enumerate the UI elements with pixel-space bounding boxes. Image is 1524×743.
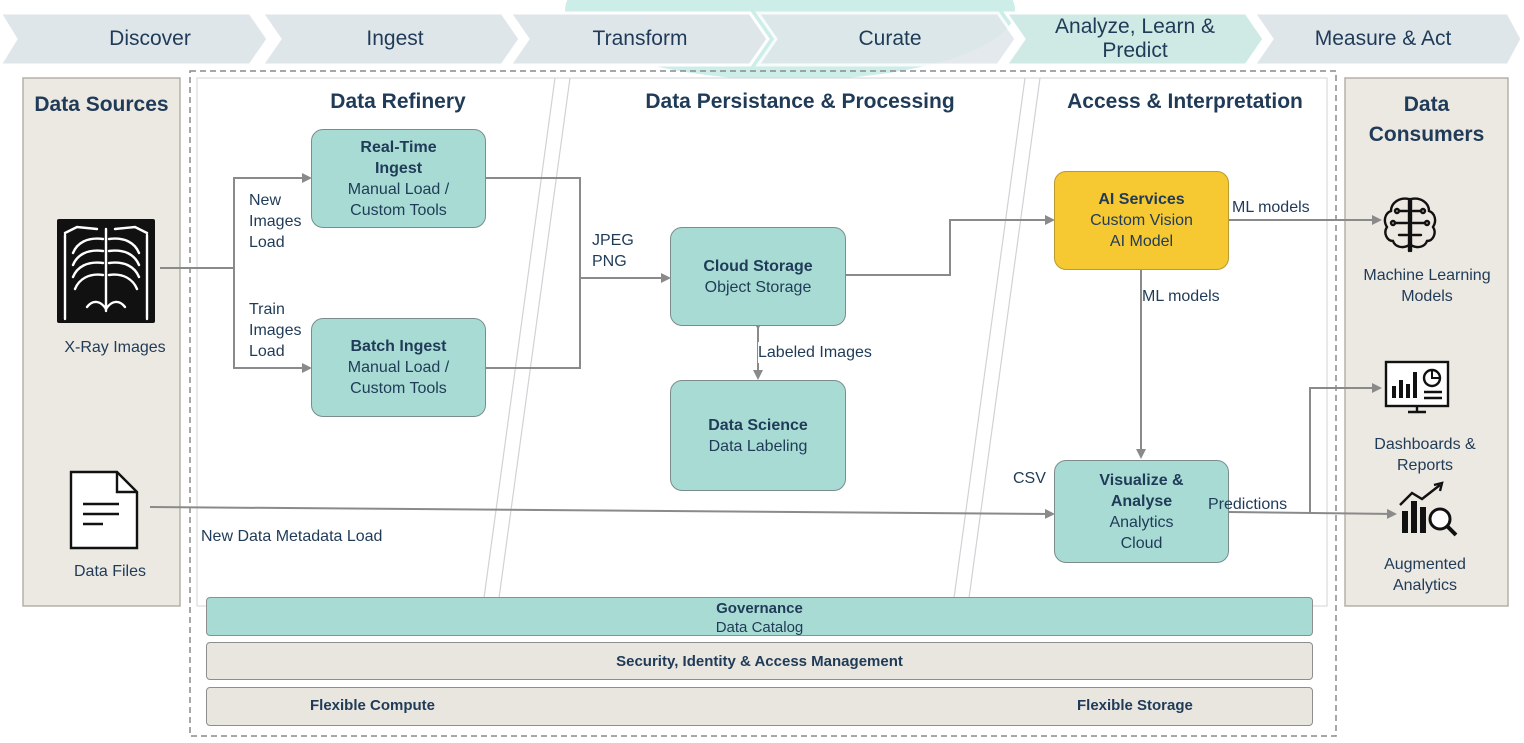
data-files-label: Data Files <box>73 563 147 580</box>
sources-title: Data Sources <box>34 93 169 116</box>
section-title-refinery: Data Refinery <box>330 90 466 113</box>
xray-icon <box>57 219 155 323</box>
ml-models-consumer-label: Machine Learning Models <box>1363 267 1491 305</box>
platform-frame <box>189 70 1337 737</box>
document-icon <box>69 470 139 550</box>
ai-services-subtitle: Custom Vision AI Model <box>1090 212 1193 250</box>
batch-ingest-subtitle: Manual Load / Custom Tools <box>347 359 450 397</box>
edge-label-ml-models-right: ML models <box>1232 199 1310 216</box>
edge-files-visualize <box>149 506 1055 519</box>
stage-analyze: Analyze, Learn & Predict <box>1055 15 1215 62</box>
edge-label-csv: CSV <box>1013 470 1046 487</box>
stage-curate: Curate <box>858 27 922 50</box>
chevron-measure <box>1251 11 1524 67</box>
edge-label-new-images: New Images Load <box>249 192 302 251</box>
stage-measure: Measure & Act <box>1314 27 1452 50</box>
data-science-box: Data Science Data Labeling <box>670 380 846 491</box>
consumers-panel <box>1344 77 1509 607</box>
realtime-ingest-subtitle: Manual Load / Custom Tools <box>347 180 450 219</box>
cloud-storage-box: Cloud Storage Object Storage <box>670 227 846 326</box>
section-title-persistence: Data Persistance & Processing <box>645 90 955 113</box>
data-science-subtitle: Data Labeling <box>708 437 808 455</box>
visualize-analyse-title: Visualize & Analyse <box>1099 471 1184 510</box>
edge-realtime-merge <box>486 177 581 278</box>
dashboard-icon <box>1384 360 1450 414</box>
realtime-ingest-box: Real-Time Ingest Manual Load / Custom To… <box>311 129 486 228</box>
section-title-access: Access & Interpretation <box>1067 90 1303 113</box>
data-science-title: Data Science <box>708 416 808 434</box>
governance-band: Governance Data Catalog <box>206 597 1313 636</box>
cloud-storage-title: Cloud Storage <box>703 257 813 275</box>
batch-ingest-box: Batch Ingest Manual Load / Custom Tools <box>311 318 486 417</box>
flexible-compute-label: Flexible Compute <box>310 697 436 714</box>
realtime-ingest-title: Real-Time Ingest <box>360 138 437 177</box>
flexible-storage-label: Flexible Storage <box>1077 697 1193 714</box>
edge-label-train-images: Train Images Load <box>249 301 302 360</box>
batch-ingest-title: Batch Ingest <box>350 338 447 355</box>
augmented-analytics-label: Augmented Analytics <box>1384 556 1466 594</box>
edge-label-labeled-images: Labeled Images <box>758 342 872 363</box>
chevron-transform <box>507 11 770 67</box>
cloud-storage-subtitle: Object Storage <box>704 278 812 296</box>
xray-images-label: X-Ray Images <box>64 339 166 356</box>
visualize-analyse-subtitle: Analytics Cloud <box>1109 513 1174 552</box>
edge-cloud-ai <box>846 215 1055 276</box>
chevron-discover <box>0 11 270 67</box>
stage-transform: Transform <box>592 27 688 50</box>
connectors <box>149 173 1397 519</box>
governance-title: Governance <box>716 600 803 617</box>
visualize-analyse-box: Visualize & Analyse Analytics Cloud <box>1054 460 1229 563</box>
section-dividers <box>483 77 1041 599</box>
edge-label-metadata: New Data Metadata Load <box>201 528 383 545</box>
stage-discover: Discover <box>109 27 191 50</box>
ai-services-box: AI Services Custom Vision AI Model <box>1054 171 1229 270</box>
edge-label-predictions: Predictions <box>1208 496 1288 513</box>
compute-storage-band: Flexible Compute Flexible Storage <box>206 687 1313 726</box>
stage-ingest: Ingest <box>366 27 424 50</box>
chevron-ingest <box>259 11 522 67</box>
edge-split-batch <box>233 268 312 373</box>
edge-label-jpeg-png: JPEG PNG <box>592 232 634 270</box>
security-band: Security, Identity & Access Management <box>206 642 1313 680</box>
edge-split-realtime <box>233 173 312 268</box>
edge-visualize-augmented <box>1228 508 1397 519</box>
edge-label-ml-models-down: ML models <box>1142 288 1220 305</box>
consumers-title: Data Consumers <box>1368 93 1485 146</box>
chevron-curate <box>755 11 1018 67</box>
edge-visualize-dashboards <box>1309 383 1382 512</box>
edge-batch-merge <box>486 278 581 369</box>
analytics-magnifier-icon <box>1399 481 1458 537</box>
brain-icon <box>1383 197 1437 253</box>
process-chevrons <box>0 11 1524 67</box>
ai-services-title: AI Services <box>1098 191 1185 208</box>
dashboards-label: Dashboards & Reports <box>1374 436 1476 474</box>
chevron-analyze <box>1003 11 1266 67</box>
governance-subtitle: Data Catalog <box>715 619 804 636</box>
